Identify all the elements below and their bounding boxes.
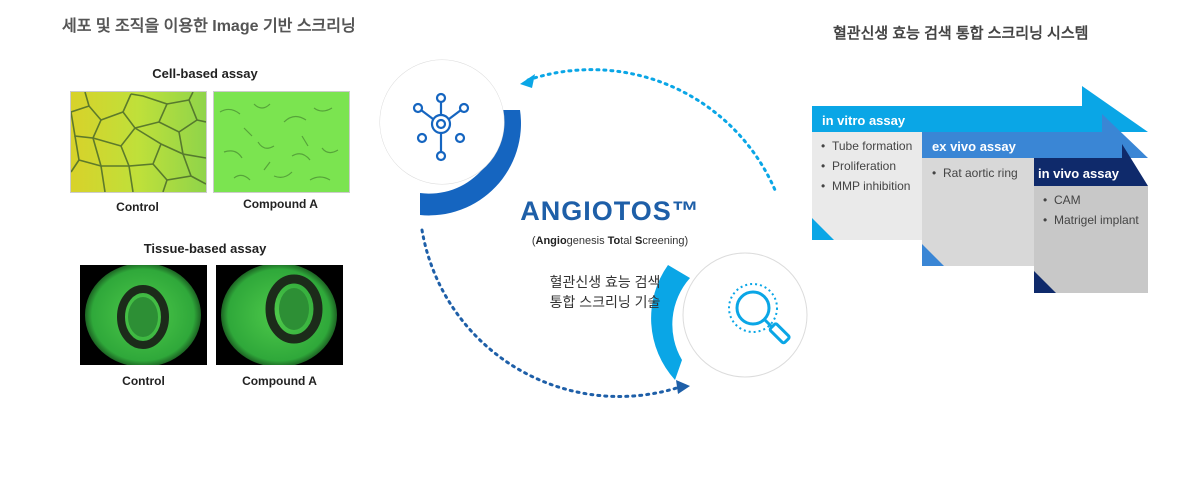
tissue-assay-title: Tissue-based assay: [143, 241, 267, 256]
ex-vivo-label: ex vivo assay: [932, 139, 1016, 154]
top-arrow-head: [520, 74, 535, 88]
list-item: MMP inhibition: [818, 179, 914, 193]
list-item: Proliferation: [818, 159, 914, 173]
tissue-control-label: Control: [122, 374, 165, 388]
tissue-control-image: [80, 265, 207, 365]
cell-compound-image: [213, 91, 350, 193]
in-vitro-list: Tube formation Proliferation MMP inhibit…: [818, 139, 914, 199]
cycle-diagram: [379, 59, 808, 398]
network-blue-band: [420, 110, 521, 216]
magnifier-icon: [720, 275, 800, 355]
in-vitro-label: in vitro assay: [822, 113, 906, 128]
in-vivo-list: CAM Matrigel implant: [1040, 193, 1140, 233]
cell-control-image: [70, 91, 207, 193]
brand-description: 혈관신생 효능 검색 통합 스크리닝 기술: [490, 272, 720, 312]
network-icon: [406, 86, 476, 166]
brand-subtitle: (Angiogenesis Total Screening): [531, 235, 689, 247]
description-line-2: 통합 스크리닝 기술: [549, 294, 661, 310]
list-item: Matrigel implant: [1040, 213, 1140, 227]
in-vivo-arrow: [1034, 144, 1148, 186]
left-section-title: 세포 및 조직을 이용한 Image 기반 스크리닝: [62, 18, 356, 35]
list-item: Tube formation: [818, 139, 914, 153]
ex-vivo-list: Rat aortic ring: [929, 166, 1019, 186]
cell-compound-label: Compound A: [243, 197, 318, 211]
tissue-compound-image: [216, 265, 343, 365]
ex-vivo-arrow: [922, 114, 1148, 158]
description-line-1: 혈관신생 효능 검색: [549, 274, 661, 290]
magnifier-blue-band: [651, 265, 690, 380]
list-item: CAM: [1040, 193, 1140, 207]
magnifier-circle: [682, 252, 808, 378]
in-vitro-arrow: [812, 86, 1148, 132]
list-item: Rat aortic ring: [929, 166, 1019, 180]
cell-control-label: Control: [116, 200, 159, 214]
brand-title: ANGIOTOS™: [520, 196, 700, 226]
bottom-dotted-arc: [420, 228, 682, 398]
tissue-compound-label: Compound A: [242, 374, 317, 388]
right-section-title: 혈관신생 효능 검색 통합 스크리닝 시스템: [833, 25, 1089, 42]
top-dotted-arc: [526, 68, 777, 192]
in-vivo-label: in vivo assay: [1038, 166, 1119, 181]
cell-assay-title: Cell-based assay: [152, 66, 258, 81]
bottom-arrow-head: [676, 380, 690, 394]
